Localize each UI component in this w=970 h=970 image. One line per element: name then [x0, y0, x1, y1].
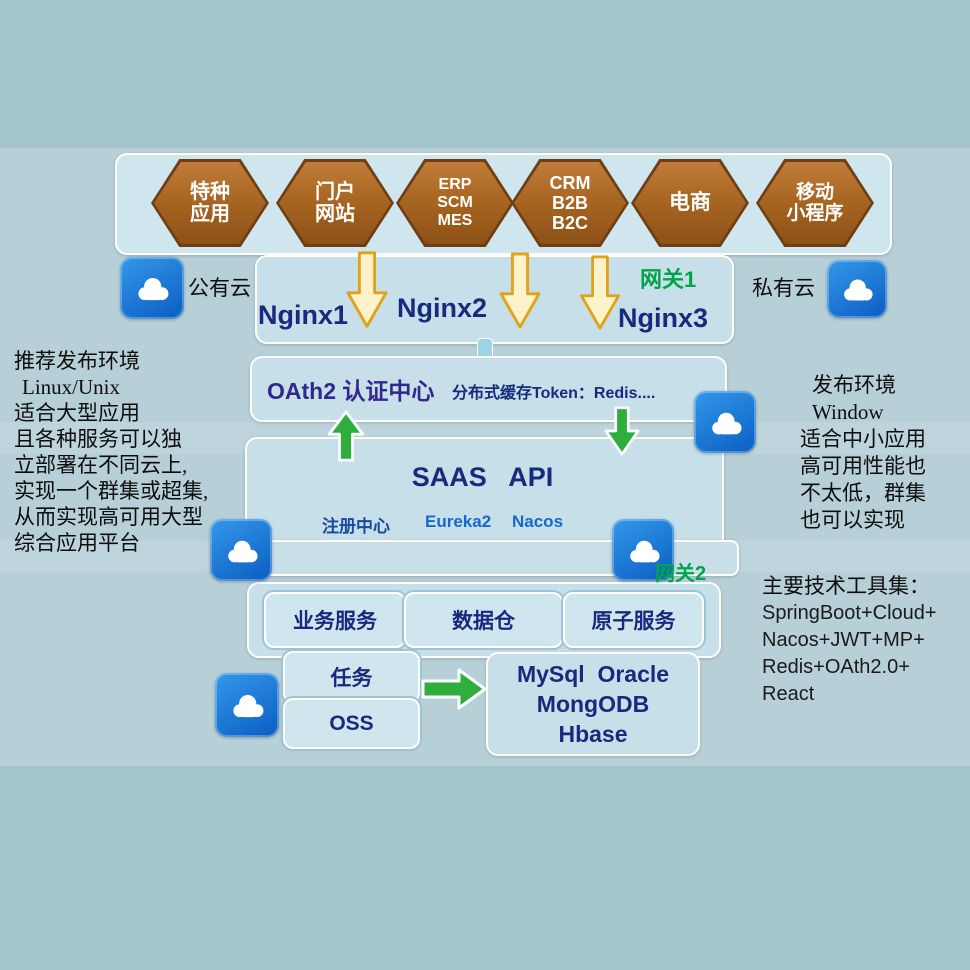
nginx2-label: Nginx2	[397, 293, 488, 323]
hexagon-label: 电商	[669, 191, 711, 215]
tools-line: Redis+OAth2.0+	[762, 656, 910, 678]
registry-label: 注册中心	[322, 517, 390, 536]
oss-label: OSS	[329, 711, 374, 735]
down-arrow-yellow-icon	[346, 250, 388, 330]
right-note: 发布环境 Window 适合中小应用 高可用性能也 不太低，群集 也可以实现	[800, 372, 970, 534]
hexagon-label: ERP	[438, 176, 472, 194]
database-line: MySql Oracle	[516, 661, 670, 687]
hexagon-label: 特种	[190, 180, 230, 203]
hexagon-label: 应用	[190, 203, 230, 225]
tools-list: 主要技术工具集： SpringBoot+Cloud+ Nacos+JWT+MP+…	[762, 572, 967, 708]
atomic-service-label: 原子服务	[591, 610, 676, 633]
cloud-icon	[694, 391, 756, 453]
tools-line: Nacos+JWT+MP+	[762, 629, 925, 651]
left-note-line: 实现一个群集或超集,	[14, 479, 209, 503]
left-note-line: 推荐发布环境	[14, 349, 140, 373]
left-note-line: 综合应用平台	[14, 531, 140, 555]
registry-nacos-label: Nacos	[512, 512, 564, 531]
tools-line: SpringBoot+Cloud+	[762, 602, 937, 624]
left-note-line: 适合大型应用	[14, 401, 140, 425]
down-arrow-yellow-icon	[579, 255, 621, 331]
right-note-line: 高可用性能也	[800, 454, 926, 478]
oss-box: OSS	[283, 698, 420, 749]
nginx3-label: Nginx3	[618, 303, 709, 333]
saas-api-title: SAAS API	[411, 462, 554, 492]
down-arrow-yellow-icon	[499, 252, 541, 330]
right-note-line: 不太低，群集	[800, 481, 926, 505]
left-note-line: 立部署在不同云上,	[14, 453, 188, 477]
hexagon-label: MES	[437, 211, 473, 229]
hexagon-label: 移动	[795, 181, 834, 203]
right-note-line: 发布环境	[812, 373, 896, 397]
data-warehouse-label: 数据仓	[452, 610, 515, 633]
private-cloud-label: 私有云	[752, 276, 815, 300]
left-note-line: 且各种服务可以独	[14, 427, 182, 451]
hexagon-label: B2C	[551, 213, 588, 234]
up-arrow-green-icon	[327, 410, 365, 462]
business-service-box: 业务服务	[264, 592, 406, 648]
hexagon-label: 门户	[315, 180, 355, 203]
database-line: Hbase	[558, 721, 628, 747]
hexagon-portal-site: 门户 网站	[276, 159, 394, 247]
saas-api-box	[245, 437, 724, 553]
hexagon-label: SCM	[437, 194, 473, 212]
hexagon-label: 网站	[315, 203, 355, 225]
hexagon-label: 小程序	[786, 203, 844, 224]
tools-title: 主要技术工具集：	[762, 574, 930, 598]
tools-line: React	[762, 683, 815, 705]
business-service-label: 业务服务	[293, 610, 377, 633]
atomic-service-box: 原子服务	[563, 592, 704, 648]
auth-center-title: OAth2 认证中心	[267, 378, 435, 404]
right-arrow-green-icon	[421, 666, 487, 712]
hexagon-label: CRM	[549, 172, 591, 193]
public-cloud-label: 公有云	[188, 276, 251, 300]
task-label: 任务	[330, 667, 373, 690]
nginx1-label: Nginx1	[258, 300, 349, 330]
down-arrow-green-icon	[603, 406, 641, 456]
left-note-line: 从而实现高可用大型	[14, 505, 203, 529]
right-note-line: 也可以实现	[800, 508, 905, 532]
hexagon-ecommerce: 电商	[631, 159, 749, 247]
task-box: 任务	[283, 651, 420, 703]
right-note-line: Window	[812, 400, 884, 424]
database-box: MySql Oracle MongODB Hbase	[486, 652, 700, 756]
left-note-line: Linux/Unix	[22, 375, 120, 399]
hexagon-mobile-miniprogram: 移动 小程序	[756, 159, 874, 247]
gateway1-box	[255, 255, 734, 344]
auth-center-box	[250, 356, 727, 422]
cloud-icon	[120, 257, 184, 319]
gateway1-label: 网关1	[640, 267, 697, 292]
hexagon-erp-scm-mes: ERP SCM MES	[396, 159, 514, 247]
cloud-icon	[210, 519, 272, 581]
database-line: MongODB	[536, 691, 650, 717]
hexagon-crm-b2b-b2c: CRM B2B B2C	[511, 159, 629, 247]
cloud-icon	[215, 673, 279, 737]
auth-cache-label: 分布式缓存Token：Redis....	[452, 385, 656, 402]
hexagon-label: B2B	[551, 192, 588, 213]
hexagon-special-app: 特种 应用	[151, 159, 269, 247]
data-warehouse-box: 数据仓	[404, 592, 563, 648]
gateway2-label: 网关2	[655, 563, 707, 585]
registry-eureka-label: Eureka2	[425, 512, 492, 531]
right-note-line: 适合中小应用	[800, 427, 926, 451]
cloud-icon	[612, 519, 674, 581]
left-note: 推荐发布环境 Linux/Unix 适合大型应用 且各种服务可以独 立部署在不同…	[14, 348, 262, 556]
cloud-icon	[827, 260, 887, 318]
